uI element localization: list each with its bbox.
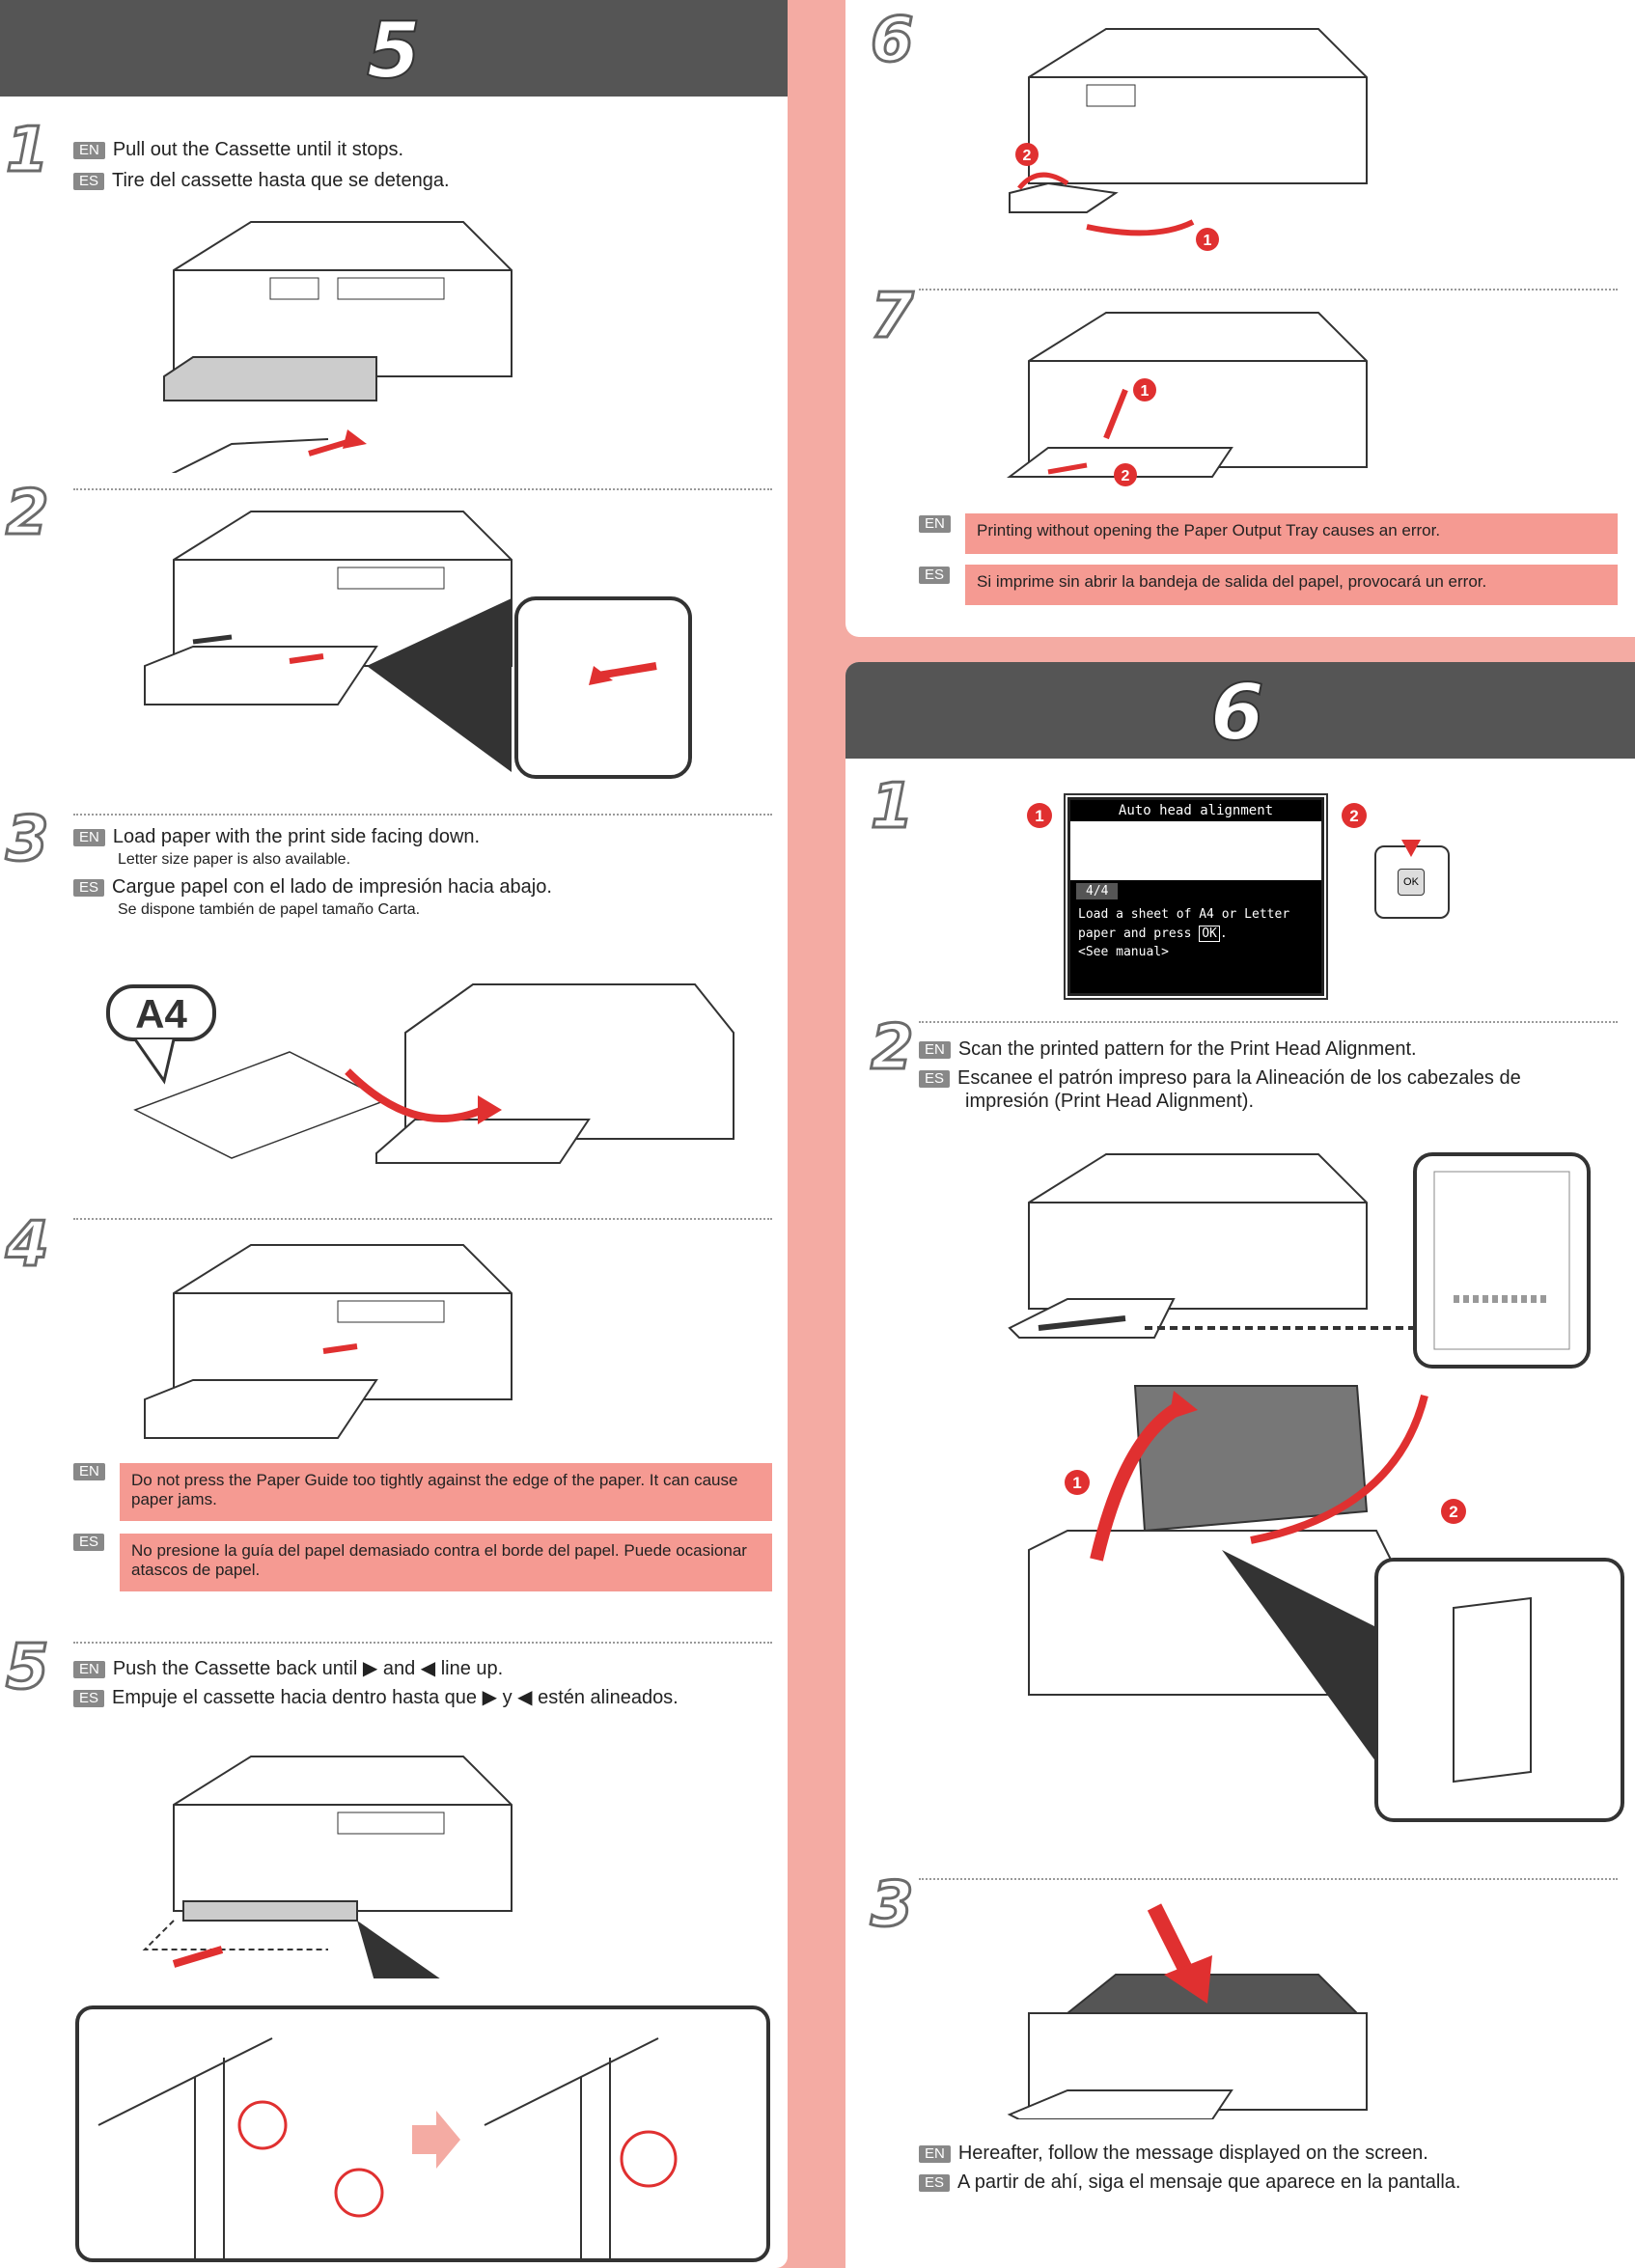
lang-tag-en: EN	[919, 2144, 951, 2163]
printer-illustration	[142, 1756, 513, 1978]
screen-page: 4/4	[1076, 883, 1119, 899]
arrow-down-red-icon	[1401, 840, 1421, 857]
printer-illustration	[144, 1244, 513, 1439]
cassette-alignment-detail	[97, 2037, 678, 2258]
step-text-es-cont: impresión (Print Head Alignment).	[965, 1091, 1255, 1112]
printer-illustration	[144, 511, 692, 779]
lang-tag-es: ES	[73, 878, 105, 897]
triangle-right-icon: ▶	[362, 1658, 378, 1679]
triangle-left-icon: ◀	[420, 1658, 436, 1679]
lang-tag-en: EN	[73, 828, 105, 846]
lcd-screen: Auto head alignment 4/4 Load a sheet of …	[1067, 797, 1324, 996]
step-number: 3	[870, 1869, 916, 1941]
step-number: 1	[5, 115, 51, 186]
lang-tag-en: EN	[919, 1040, 951, 1059]
badge-1: 1	[1027, 803, 1052, 828]
separator	[73, 488, 772, 490]
separator	[73, 1218, 772, 1220]
badge-number: 2	[1023, 148, 1032, 164]
badge-number: 1	[1204, 233, 1212, 249]
lang-tag-es: ES	[919, 1069, 951, 1088]
step-number: 1	[870, 771, 916, 843]
step-number: 2	[870, 1012, 916, 1084]
triangle-left-icon: ◀	[517, 1687, 533, 1708]
step-number: 5	[5, 1632, 51, 1703]
warning-tag-en: EN	[919, 515, 958, 533]
badge-number: 1	[1072, 1474, 1081, 1492]
separator	[73, 814, 772, 816]
right-top-column: 6 1 2 7 1 2 EN Printing without opening …	[845, 0, 1635, 637]
warning-en: Printing without opening the Paper Outpu…	[965, 513, 1618, 554]
separator	[919, 1878, 1618, 1880]
scan-illustration: 1 2	[1008, 1152, 1624, 1822]
lang-tag-es: ES	[919, 2173, 951, 2192]
section-number: 5	[366, 5, 422, 97]
warning-en: Do not press the Paper Guide too tightly…	[120, 1463, 772, 1521]
lang-tag-es: ES	[73, 172, 105, 190]
screen-message-line: <See manual>	[1078, 945, 1169, 959]
badge-number: 2	[1122, 468, 1130, 484]
warning-tag-es: ES	[73, 1534, 112, 1551]
printer-illustration	[163, 221, 513, 473]
svg-text:2: 2	[1349, 807, 1358, 825]
section-number: 6	[1209, 667, 1265, 759]
section-header-5: 5	[0, 0, 788, 97]
right-bottom-column: 6 1 1 Auto head alignment 4/4 Load a she…	[845, 662, 1635, 2268]
printer-illustration	[1007, 1903, 1368, 2119]
ok-button[interactable]: OK	[1398, 869, 1425, 896]
separator	[919, 1021, 1618, 1023]
step-number: 3	[5, 804, 51, 875]
lang-tag-es: ES	[73, 1689, 105, 1707]
step-number: 4	[5, 1209, 51, 1281]
paper-load-illustration: A4	[106, 983, 734, 1164]
separator	[919, 289, 1618, 290]
separator	[73, 1642, 772, 1644]
zoom-detail-frame	[75, 2005, 770, 2262]
step-number: 6	[870, 5, 916, 76]
badge-number: 2	[1449, 1503, 1457, 1521]
warning-tag-es: ES	[919, 567, 957, 584]
screen-title: Auto head alignment	[1070, 800, 1321, 822]
step-subtext-es: Se dispone también de papel tamaño Carta…	[118, 901, 421, 918]
screen-message-line: paper and press OK.	[1078, 925, 1228, 942]
printer-illustration: 1 2	[1009, 28, 1368, 251]
triangle-right-icon: ▶	[482, 1687, 497, 1708]
badge-2: 2	[1342, 803, 1367, 828]
warning-tag-en: EN	[73, 1463, 113, 1480]
screen-message-line: Load a sheet of A4 or Letter	[1078, 907, 1290, 922]
badge-number: 1	[1141, 383, 1150, 400]
step-number: 7	[870, 281, 916, 352]
svg-text:1: 1	[1035, 807, 1043, 825]
lang-tag-en: EN	[73, 1660, 105, 1678]
ok-button-pad[interactable]: OK	[1374, 840, 1450, 919]
printer-illustration: 1 2	[1007, 312, 1368, 486]
section-header-6: 6	[845, 662, 1635, 759]
warning-es: Si imprime sin abrir la bandeja de salid…	[965, 565, 1618, 605]
paper-size-label: A4	[135, 991, 187, 1037]
warning-es: No presione la guía del papel demasiado …	[120, 1534, 772, 1591]
step-number: 2	[5, 478, 51, 549]
lang-tag-en: EN	[73, 141, 105, 159]
step-subtext-en: Letter size paper is also available.	[118, 851, 351, 868]
